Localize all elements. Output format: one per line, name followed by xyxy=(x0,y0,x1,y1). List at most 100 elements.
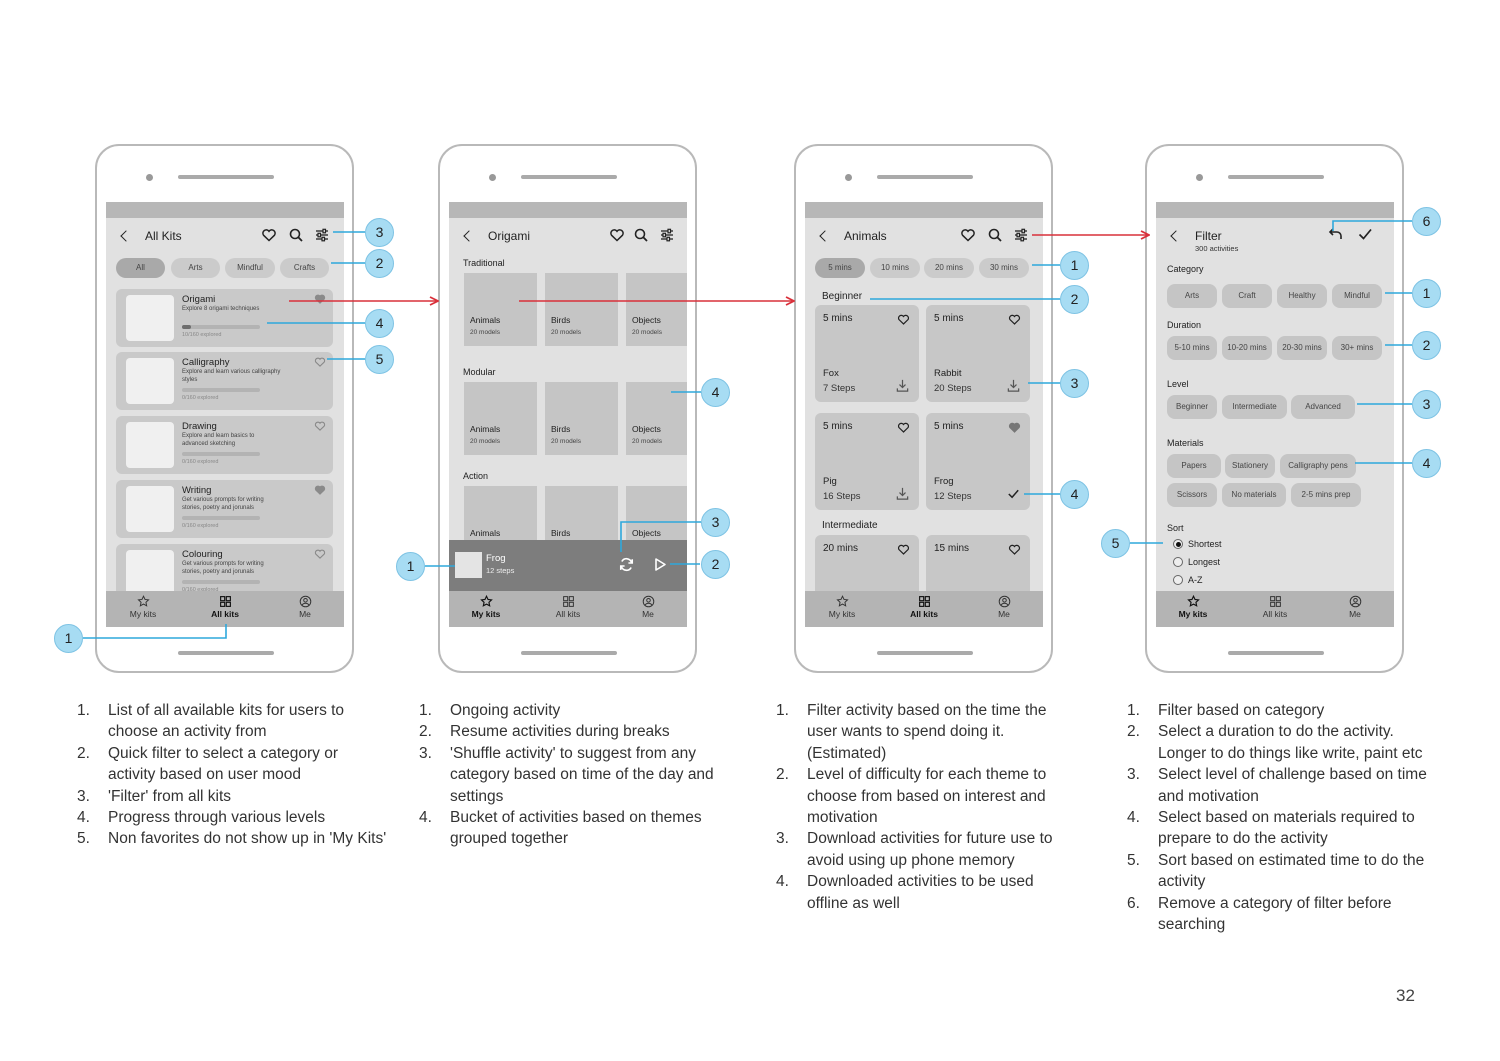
download-icon[interactable] xyxy=(895,486,910,501)
shuffle-icon[interactable] xyxy=(618,556,635,573)
search-icon[interactable] xyxy=(288,227,304,243)
chip-mindful[interactable]: Mindful xyxy=(225,258,275,278)
activity-card-rabbit[interactable]: 5 mins Rabbit 20 Steps xyxy=(926,305,1030,402)
heart-icon[interactable] xyxy=(609,227,625,243)
filter-chip-advanced[interactable]: Advanced xyxy=(1291,395,1355,419)
filter-chip-beginner[interactable]: Beginner xyxy=(1167,395,1217,419)
search-icon[interactable] xyxy=(633,227,649,243)
kit-card-calligraphy[interactable]: Calligraphy Explore and learn various ca… xyxy=(116,352,333,410)
chip-5-mins[interactable]: 5 mins xyxy=(815,258,865,278)
heart-icon[interactable] xyxy=(261,227,277,243)
heart-outline-icon[interactable] xyxy=(897,543,910,556)
filter-chip-healthy[interactable]: Healthy xyxy=(1277,284,1327,308)
activity-card-pig[interactable]: 5 mins Pig 16 Steps xyxy=(815,413,919,510)
ongoing-activity-bar[interactable]: Frog 12 steps xyxy=(449,540,687,591)
chip-20-mins[interactable]: 20 mins xyxy=(924,258,974,278)
filter-chip-mindful[interactable]: Mindful xyxy=(1332,284,1382,308)
kit-card-writing[interactable]: Writing Get various prompts for writing … xyxy=(116,480,333,538)
filter-chip-arts[interactable]: Arts xyxy=(1167,284,1217,308)
ongoing-thumbnail xyxy=(455,552,482,578)
filter-chip-30-plus-mins[interactable]: 30+ mins xyxy=(1332,336,1382,360)
filter-chip-no-materials[interactable]: No materials xyxy=(1222,483,1286,507)
sort-radio-a-z[interactable] xyxy=(1173,575,1183,585)
filter-chip-10-20-mins[interactable]: 10-20 mins xyxy=(1222,336,1272,360)
filter-chip-intermediate[interactable]: Intermediate xyxy=(1222,395,1287,419)
chip-30-mins[interactable]: 30 mins xyxy=(979,258,1029,278)
nav-me[interactable]: Me xyxy=(1325,595,1385,619)
back-arrow-icon[interactable] xyxy=(1168,228,1181,244)
back-arrow-icon[interactable] xyxy=(118,228,131,244)
favorite-heart-outline-icon[interactable] xyxy=(314,548,326,560)
nav-my-kits[interactable]: My kits xyxy=(113,595,173,619)
filter-chip-scissors[interactable]: Scissors xyxy=(1167,483,1217,507)
back-arrow-icon[interactable] xyxy=(461,228,474,244)
search-icon[interactable] xyxy=(987,227,1003,243)
filter-chip-20-30-mins[interactable]: 20-30 mins xyxy=(1277,336,1327,360)
filter-chip-papers[interactable]: Papers xyxy=(1167,454,1221,478)
kit-title: Colouring xyxy=(182,549,223,560)
download-icon[interactable] xyxy=(1006,378,1021,393)
heart-outline-icon[interactable] xyxy=(897,313,910,326)
chip-crafts[interactable]: Crafts xyxy=(280,258,329,278)
nav-my-kits[interactable]: My kits xyxy=(456,595,516,619)
nav-me[interactable]: Me xyxy=(618,595,678,619)
nav-me[interactable]: Me xyxy=(275,595,335,619)
nav-all-kits[interactable]: All kits xyxy=(195,595,255,619)
play-icon[interactable] xyxy=(652,556,668,573)
sort-radio-longest[interactable] xyxy=(1173,557,1183,567)
kit-card-origami[interactable]: Origami Explore 8 origami techniques 10/… xyxy=(116,289,333,347)
favorite-heart-icon[interactable] xyxy=(314,293,326,305)
note-item: 2.Quick filter to select a category or a… xyxy=(77,743,387,786)
heart-outline-icon[interactable] xyxy=(1008,313,1021,326)
favorite-heart-outline-icon[interactable] xyxy=(314,356,326,368)
nav-me[interactable]: Me xyxy=(974,595,1034,619)
status-bar xyxy=(1156,202,1394,218)
heart-filled-icon[interactable] xyxy=(1008,421,1021,434)
sort-radio-shortest[interactable] xyxy=(1173,539,1183,549)
card-title: Pig xyxy=(823,476,837,487)
activity-card-fox[interactable]: 5 mins Fox 7 Steps xyxy=(815,305,919,402)
filter-sliders-icon[interactable] xyxy=(659,227,675,243)
filter-chip-5-10-mins[interactable]: 5-10 mins xyxy=(1167,336,1217,360)
filter-chip-stationery[interactable]: Stationery xyxy=(1225,454,1275,478)
note-number: 5. xyxy=(77,830,90,848)
chip-arts[interactable]: Arts xyxy=(171,258,220,278)
filter-chip-calligraphy-pens[interactable]: Calligraphy pens xyxy=(1280,454,1356,478)
filter-chip-craft[interactable]: Craft xyxy=(1222,284,1272,308)
filter-sliders-icon[interactable] xyxy=(1013,227,1029,243)
back-arrow-icon[interactable] xyxy=(817,228,830,244)
filter-sliders-icon[interactable] xyxy=(314,227,330,243)
favorite-heart-outline-icon[interactable] xyxy=(314,420,326,432)
nav-all-kits[interactable]: All kits xyxy=(538,595,598,619)
kit-description: Explore and learn various calligraphy st… xyxy=(182,369,281,383)
nav-my-kits[interactable]: My kits xyxy=(812,595,872,619)
heart-icon[interactable] xyxy=(960,227,976,243)
download-icon[interactable] xyxy=(895,378,910,393)
chip-10-mins[interactable]: 10 mins xyxy=(870,258,920,278)
apply-check-icon[interactable] xyxy=(1357,226,1373,242)
note-number: 6. xyxy=(1127,894,1140,912)
filter-chip-2-5-mins-prep[interactable]: 2-5 mins prep xyxy=(1291,483,1361,507)
callout-badge-4: 4 xyxy=(365,309,394,338)
tile-title: Animals xyxy=(470,528,501,538)
nav-all-kits[interactable]: All kits xyxy=(1245,595,1305,619)
activity-card-frog[interactable]: 5 mins Frog 12 Steps xyxy=(926,413,1030,510)
tile-title: Objects xyxy=(632,315,661,325)
undo-reset-icon[interactable] xyxy=(1327,226,1343,242)
chip-all[interactable]: All xyxy=(116,258,165,278)
nav-all-kits[interactable]: All kits xyxy=(894,595,954,619)
heart-outline-icon[interactable] xyxy=(1008,543,1021,556)
nav-my-kits[interactable]: My kits xyxy=(1163,595,1223,619)
kit-card-drawing[interactable]: Drawing Explore and learn basics to adva… xyxy=(116,416,333,474)
kit-description: Get various prompts for writing stories,… xyxy=(182,561,264,575)
favorite-heart-icon[interactable] xyxy=(314,484,326,496)
heart-outline-icon[interactable] xyxy=(897,421,910,434)
phone-home-bar xyxy=(877,651,973,655)
callout-badge-3: 3 xyxy=(1060,369,1089,398)
